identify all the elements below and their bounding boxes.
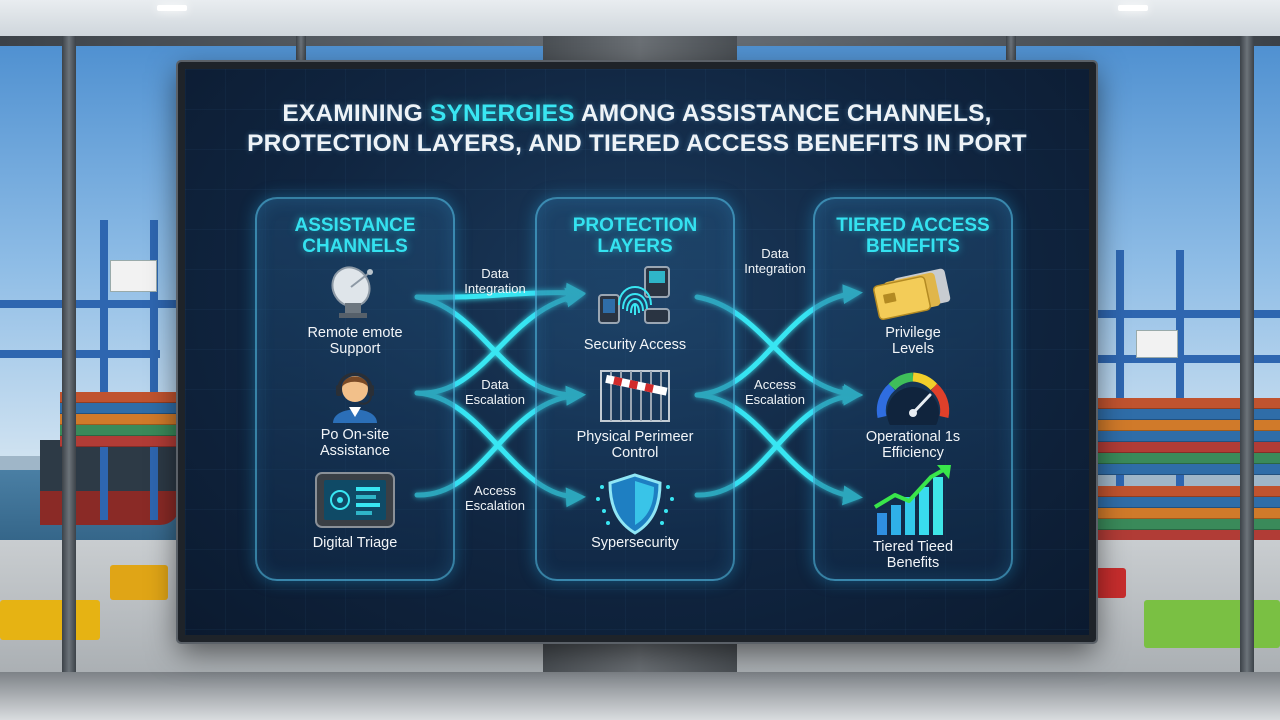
forklift-green (1144, 600, 1280, 648)
node-label: Operational 1s Efficiency (865, 429, 961, 461)
node-label: Po On-site Assistance (319, 427, 391, 459)
headset-agent-icon (333, 372, 377, 423)
title-highlight: SYNERGIES (429, 100, 575, 127)
ceiling (0, 0, 1280, 36)
node-remote-support: Remote emote Support (257, 265, 453, 361)
fingerprint-scanner-icon (598, 266, 670, 324)
gold-cards-icon (873, 268, 951, 321)
window-frame-inner-right (1006, 36, 1016, 76)
floor (0, 672, 1280, 720)
node-digital-triage: Digital Triage (257, 471, 453, 567)
column-tiered-access-benefits: TIERED ACCESS BENEFITS Privilege Levels (813, 197, 1013, 581)
container-stack-left (60, 392, 180, 452)
tablet-device-icon (315, 472, 395, 528)
node-label: Remote emote Support (307, 325, 403, 357)
column-title: TIERED ACCESS BENEFITS (836, 215, 990, 257)
shield-icon (596, 473, 674, 535)
window-frame-inner-left (296, 36, 306, 76)
node-label: Privilege Levels (885, 325, 941, 357)
title-line-2: PROTECTION LAYERS, AND TIERED ACCESS BEN… (247, 130, 1027, 157)
column-title: ASSISTANCE CHANNELS (294, 215, 416, 257)
node-cybersecurity: Sypersecurity (537, 471, 733, 567)
window-frame-right (1240, 36, 1254, 676)
gauge-icon (876, 372, 950, 425)
node-physical-perimeter-control: Physical Perimeer Control (537, 367, 733, 467)
column-assistance-channels: ASSISTANCE CHANNELS Remote emote Support (255, 197, 455, 581)
title-line-1: EXAMINING SYNERGIES AMONG ASSISTANCE CHA… (185, 99, 1089, 129)
node-tiered-benefits: Tiered Tieed Benefits (815, 461, 1011, 571)
link-label-access-escalation-left: Access Escalation (465, 483, 525, 513)
display-screen: EXAMINING SYNERGIES AMONG ASSISTANCE CHA… (178, 62, 1096, 642)
title-prefix: EXAMINING (282, 100, 430, 127)
node-privilege-levels: Privilege Levels (815, 265, 1011, 361)
forklift-red (1096, 568, 1126, 598)
satellite-dish-icon (331, 266, 373, 318)
node-operational-efficiency: Operational 1s Efficiency (815, 367, 1011, 467)
node-label: Sypersecurity (591, 535, 679, 551)
barrier-gate-icon (600, 370, 670, 422)
node-label: Tiered Tieed Benefits (872, 539, 954, 571)
forklift-yellow-1 (0, 600, 100, 640)
node-label: Security Access (583, 337, 687, 353)
window-frame-left (62, 36, 76, 676)
node-label: Physical Perimeer Control (576, 429, 694, 461)
link-label-data-integration-right: Data Integration (744, 246, 806, 276)
node-on-site-assistance: Po On-site Assistance (257, 365, 453, 465)
container-stack-right (1098, 398, 1280, 588)
column-protection-layers: PROTECTION LAYERS Security Access (535, 197, 735, 581)
growth-chart-icon (873, 465, 951, 535)
node-security-access: Security Access (537, 265, 733, 361)
cargo-ship (40, 440, 180, 525)
diagram-title: EXAMINING SYNERGIES AMONG ASSISTANCE CHA… (185, 99, 1089, 159)
link-label-data-escalation: Data Escalation (465, 377, 525, 407)
column-title: PROTECTION LAYERS (572, 215, 698, 257)
forklift-yellow-2 (110, 565, 168, 600)
link-label-access-escalation-right: Access Escalation (745, 377, 805, 407)
link-label-data-integration-left: Data Integration (464, 266, 526, 296)
title-suffix: AMONG ASSISTANCE CHANNELS, (574, 100, 992, 127)
node-label: Digital Triage (312, 535, 398, 551)
